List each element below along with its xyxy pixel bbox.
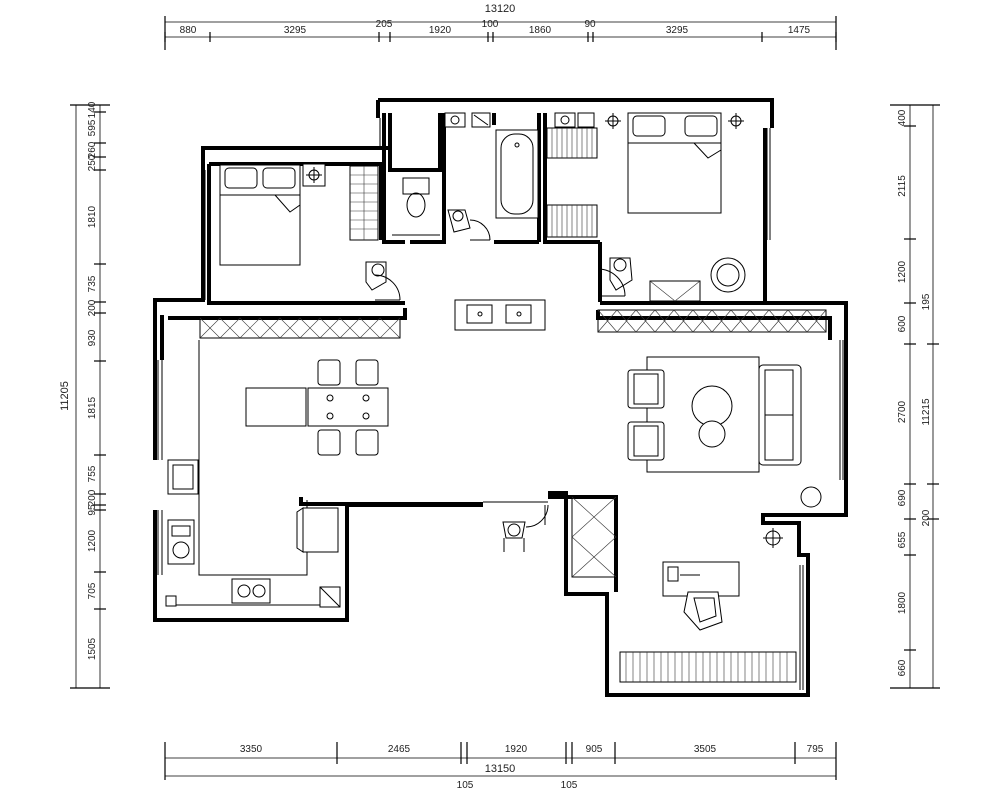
left-seg-6: 735 xyxy=(87,275,98,292)
top-seg-9: 1475 xyxy=(788,25,811,36)
right-total-a: 11215 xyxy=(921,398,932,426)
left-seg-7: 200 xyxy=(87,299,98,316)
bottom-sub-2: 105 xyxy=(561,780,578,791)
bottom-seg-3: 1920 xyxy=(505,744,528,755)
kitchen-sink-icon xyxy=(167,519,195,565)
left-seg-8: 930 xyxy=(87,329,98,346)
left-seg-4: 250 xyxy=(87,154,98,171)
left-seg-2: 595 xyxy=(87,119,98,136)
walls xyxy=(153,98,848,697)
left-seg-9: 1815 xyxy=(87,396,98,419)
chair-left-bedroom xyxy=(365,261,387,291)
right-dimensions: 400 2115 1200 600 2700 690 655 1800 660 … xyxy=(890,104,940,689)
bed-right xyxy=(627,112,722,214)
dishwasher-icon xyxy=(167,459,199,495)
bottom-seg-2: 2465 xyxy=(388,744,411,755)
bottom-seg-1: 3350 xyxy=(240,744,263,755)
left-seg-13: 1200 xyxy=(87,529,98,552)
right-total-c: 200 xyxy=(921,509,932,526)
left-seg-3: 260 xyxy=(87,141,98,158)
armchair-right-bedroom xyxy=(710,257,746,293)
left-seg-14: 705 xyxy=(87,582,98,599)
left-seg-5: 1810 xyxy=(87,205,98,228)
right-total-b: 195 xyxy=(921,293,932,310)
shower-icon xyxy=(471,112,491,128)
dresser-right-bedroom xyxy=(649,280,701,302)
right-seg-2: 2115 xyxy=(897,175,908,197)
balcony-railing xyxy=(619,651,797,683)
sofa xyxy=(758,364,802,466)
door-right-bedroom xyxy=(597,268,626,297)
bottom-seg-6: 795 xyxy=(807,744,824,755)
study-desk xyxy=(662,561,740,597)
wardrobe-left-bedroom xyxy=(349,165,379,241)
openings xyxy=(483,501,549,528)
bathroom-door xyxy=(469,219,491,241)
right-seg-5: 2700 xyxy=(897,400,908,423)
top-total-label: 13120 xyxy=(485,3,516,15)
chair-right-bedroom xyxy=(609,257,633,291)
right-seg-7: 655 xyxy=(897,531,908,548)
bed-left xyxy=(219,164,301,266)
kitchen-corner-unit xyxy=(165,586,341,608)
human-figure-icon xyxy=(502,521,526,552)
bottom-seg-4: 905 xyxy=(586,744,603,755)
left-total-label: 11205 xyxy=(59,381,71,411)
storage-cabinet-center xyxy=(571,496,617,578)
top-seg-5: 100 xyxy=(482,19,499,30)
nightstand-lamp-right-icon xyxy=(605,113,744,129)
study-chair xyxy=(683,591,723,631)
toilet-room xyxy=(392,177,471,236)
right-seg-3: 1200 xyxy=(897,260,908,283)
left-seg-12: 95 xyxy=(87,504,98,516)
left-seg-10: 755 xyxy=(87,465,98,482)
top-seg-6: 1860 xyxy=(529,25,552,36)
left-dimensions: 11205 140 595 260 250 1810 735 200 930 1… xyxy=(59,101,110,689)
stove-icon xyxy=(231,578,271,604)
wardrobe-middle xyxy=(546,127,598,238)
bottom-total-label: 13150 xyxy=(485,763,516,775)
dining-table xyxy=(245,359,389,456)
top-seg-7: 90 xyxy=(584,19,596,30)
top-dimensions: 13120 880 3295 205 1920 100 1860 90 3295… xyxy=(164,3,837,50)
right-seg-1: 400 xyxy=(897,109,908,126)
bathtub xyxy=(495,129,539,219)
right-seg-8: 1800 xyxy=(897,591,908,614)
bottom-dimensions: 3350 2465 1920 905 3505 795 13150 105 10… xyxy=(164,742,837,791)
floor-lamp-icon xyxy=(763,486,822,548)
washbasin-icon xyxy=(444,112,466,128)
cabinet-strip-left xyxy=(199,317,401,339)
bottom-sub-1: 105 xyxy=(457,780,474,791)
sink-icon-top xyxy=(554,112,595,128)
right-seg-4: 600 xyxy=(897,315,908,332)
right-seg-6: 690 xyxy=(897,489,908,506)
door-left-bedroom xyxy=(374,274,401,301)
top-seg-2: 3295 xyxy=(284,25,307,36)
top-seg-1: 880 xyxy=(180,25,197,36)
left-seg-11: 200 xyxy=(87,489,98,506)
armchairs-living xyxy=(627,369,665,461)
left-seg-1: 140 xyxy=(87,101,98,118)
bottom-seg-5: 3505 xyxy=(694,744,717,755)
right-seg-9: 660 xyxy=(897,659,908,676)
top-seg-8: 3295 xyxy=(666,25,689,36)
top-seg-3: 205 xyxy=(376,19,393,30)
double-vanity xyxy=(454,299,546,331)
top-seg-4: 1920 xyxy=(429,25,452,36)
nightstand-lamp-icon xyxy=(302,163,326,187)
fridge-icon xyxy=(296,507,339,553)
coffee-table xyxy=(691,385,733,448)
cabinet-strip-right xyxy=(597,309,827,333)
left-seg-15: 1505 xyxy=(87,637,98,660)
